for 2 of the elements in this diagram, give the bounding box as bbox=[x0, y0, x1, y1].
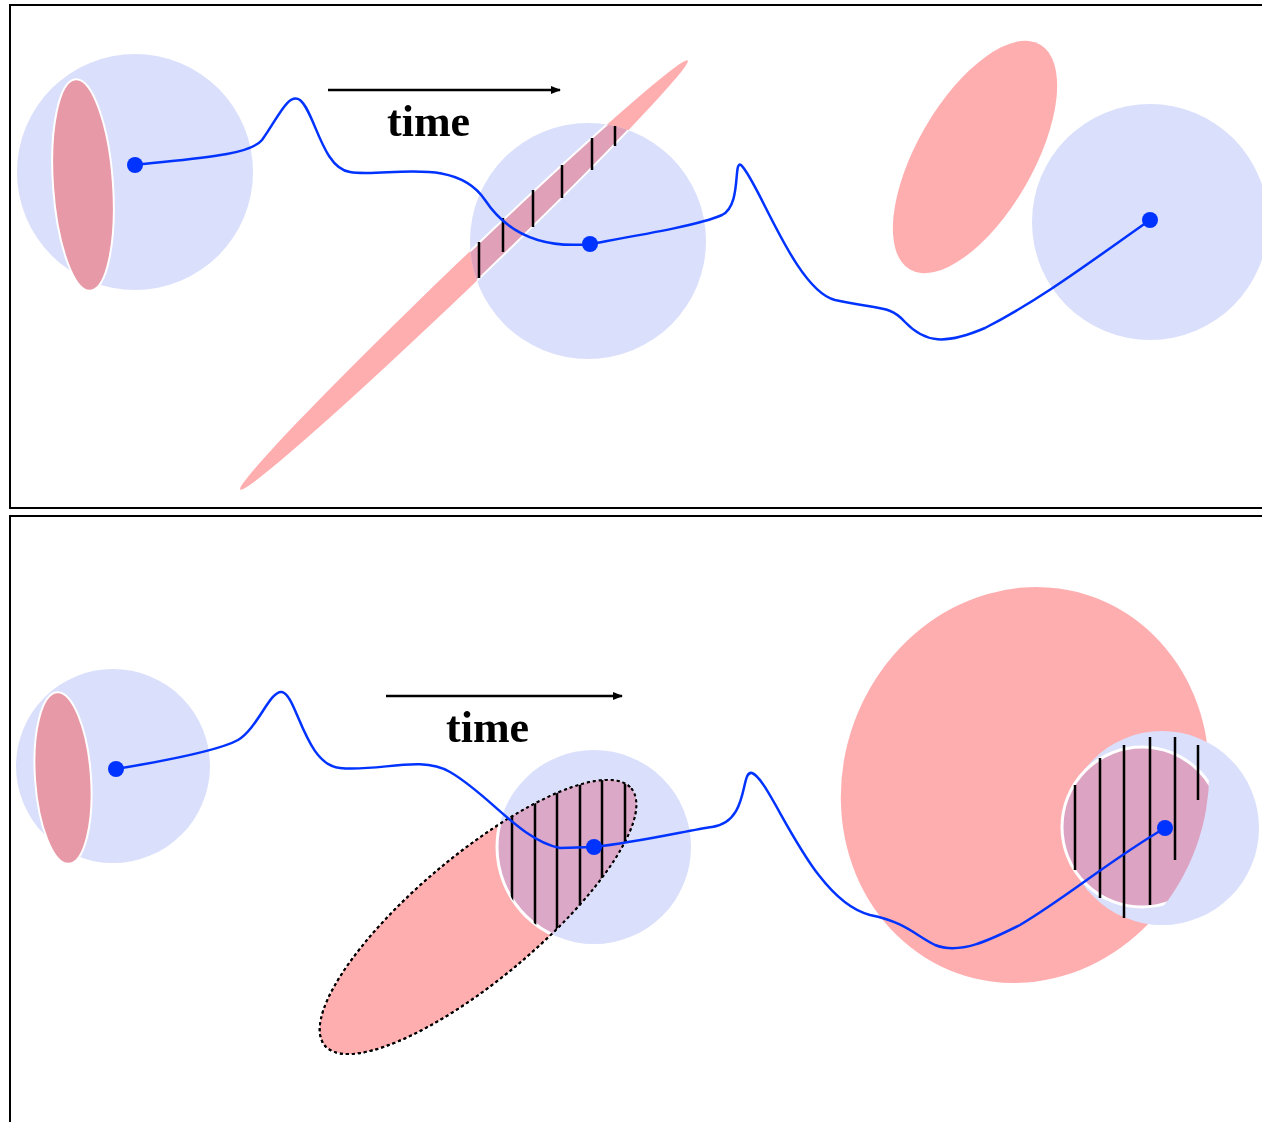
arrow-label: time bbox=[387, 98, 471, 146]
arrow-label: time bbox=[446, 704, 530, 752]
